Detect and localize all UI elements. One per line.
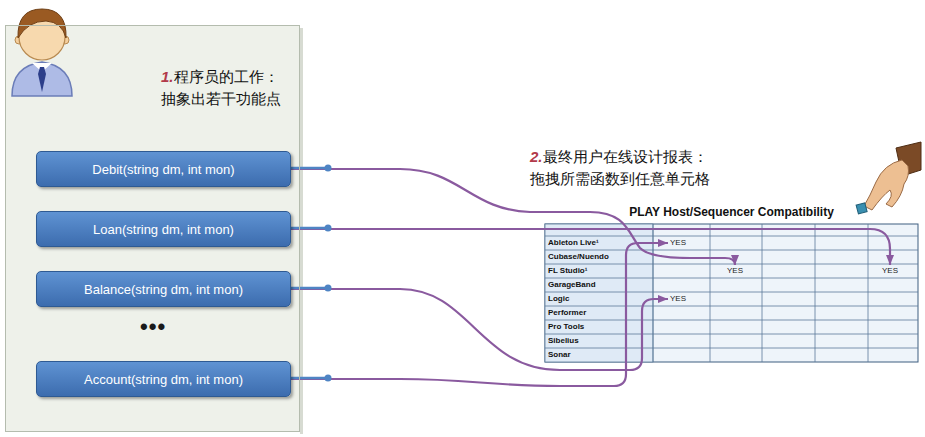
row-label: Performer — [548, 306, 586, 320]
row-label: Sibelius — [548, 334, 579, 348]
table-cell: YES — [725, 265, 745, 277]
table-cell: YES — [880, 265, 900, 277]
function-box: Debit(string dm, int mon) — [36, 151, 291, 187]
report-grid — [545, 224, 918, 362]
cell-text: YES — [727, 266, 743, 275]
step-heading: 2.最终用户在线设计报表： 拖拽所需函数到任意单元格 — [530, 146, 715, 190]
port-line — [290, 227, 327, 230]
port-stubs — [290, 165, 332, 382]
port-dot — [325, 285, 332, 292]
step-number: 2. — [530, 148, 543, 165]
hair — [18, 9, 66, 38]
programmer-icon — [12, 9, 72, 96]
cell-text: YES — [670, 294, 686, 303]
function-name: Loan(string dm, int mon) — [93, 222, 234, 237]
row-label: Pro Tools — [548, 320, 584, 334]
function-name: Balance(string dm, int mon) — [84, 282, 243, 297]
function-box: Account(string dm, int mon) — [36, 361, 291, 397]
function-name: Account(string dm, int mon) — [84, 372, 243, 387]
row-label: FL Studio¹ — [548, 264, 587, 278]
cell-text: YES — [882, 266, 898, 275]
table-title: PLAY Host/Sequencer Compatibility — [545, 205, 918, 219]
panel-fill — [5, 25, 300, 432]
port-dot — [325, 225, 332, 232]
body — [12, 62, 72, 96]
grid-columns — [653, 224, 868, 362]
port-line — [290, 287, 327, 290]
step-text: 最终用户在线设计报表： 拖拽所需函数到任意单元格 — [530, 148, 710, 187]
panel-shadow — [300, 28, 303, 434]
cell-text: YES — [670, 238, 686, 247]
function-box: Loan(string dm, int mon) — [36, 211, 291, 247]
drag-arrow — [291, 289, 668, 370]
hand — [864, 160, 909, 210]
drag-arrow — [291, 243, 668, 386]
tie — [38, 67, 46, 92]
row-label: Cubase/Nuendo — [548, 250, 609, 264]
table-cell: YES — [668, 293, 688, 305]
port-line — [290, 167, 327, 170]
port-dot — [325, 375, 332, 382]
function-box: Balance(string dm, int mon) — [36, 271, 291, 307]
hand-illustration — [856, 142, 921, 214]
ellipsis: ••• — [140, 314, 166, 340]
grid-rows — [545, 236, 918, 348]
drag-arrow — [291, 229, 890, 265]
row-label: Ableton Live¹ — [548, 236, 599, 250]
row-label: GarageBand — [548, 278, 596, 292]
table-cell: YES — [668, 237, 688, 249]
programmer-panel: 1.程序员的工作： 抽象出若干功能点 Debit(string dm, int m… — [5, 25, 300, 432]
panel-heading: 1.程序员的工作： 抽象出若干功能点 — [161, 66, 287, 110]
cube — [856, 203, 867, 214]
port-line — [290, 377, 327, 380]
function-name: Debit(string dm, int mon) — [92, 162, 234, 177]
row-label: Logic — [548, 292, 569, 306]
step-text: 程序员的工作： 抽象出若干功能点 — [161, 68, 281, 107]
row-label: Sonar — [548, 348, 571, 362]
report-table: PLAY Host/Sequencer CompatibilityYES YES Y… — [545, 203, 918, 363]
grid-frame — [545, 224, 918, 362]
port-dot — [325, 165, 332, 172]
step-number: 1. — [161, 68, 174, 85]
